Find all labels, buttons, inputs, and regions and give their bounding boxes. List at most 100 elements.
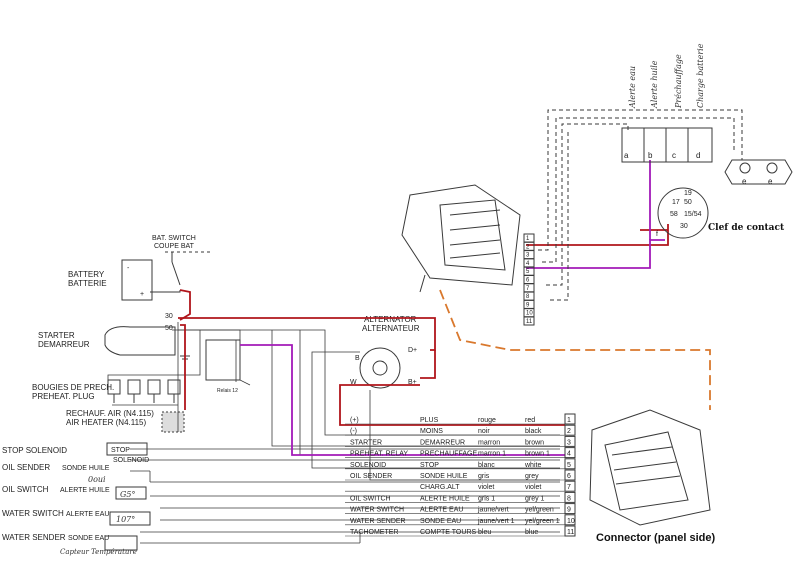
wire-table-cell: grey 1 [525,495,545,502]
wire-positive [178,224,669,426]
battery-sublabel: BATTERIE [68,279,107,288]
wire-table-pin: 2 [567,428,571,435]
air-heater-label: RECHAUF. AIR (N4.115) [66,409,154,418]
starter-label: STARTER [38,331,75,340]
wire-table-cell: PLUS [420,417,439,424]
warning-label: Alerte huile [650,60,659,109]
wire-table-cell: DEMARREUR [420,439,465,446]
air-heater-symbol [161,411,185,433]
wire-table-pin: 3 [567,439,571,446]
ignition-terminal: 50 [684,199,692,206]
ignition-terminal: 58 [670,211,678,218]
left-item-name: OIL SWITCH [2,485,49,494]
wire-table-cell: jaune/vert 1 [477,518,515,525]
warning-lamp-c: c [672,151,676,160]
wire-table-pin: 5 [567,462,571,469]
alternator-terminal-d: D+ [408,347,417,354]
glow-plugs-sublabel: PREHEAT. PLUG [32,392,95,401]
wire-table-cell: white [524,462,541,469]
relay-symbol [205,339,241,381]
wire-table-cell: ALERTE HUILE [420,495,470,502]
wire-preheat [240,160,665,456]
wire-table-cell: violet [525,484,541,491]
connector-link [439,289,711,410]
wire-table-cell: gris 1 [478,495,495,502]
left-item-name: STOP SOLENOID [2,446,67,455]
panel-pin-box [523,316,535,326]
ignition-label: Clef de contact [708,223,785,233]
left-item: OIL SENDER SONDE HUILE 0oui [2,463,110,484]
left-item-handwritten: G5° [120,490,135,499]
left-item-handwritten: Capteur Température [60,548,137,556]
pin-box [564,447,576,459]
wire-table-cell: OIL SWITCH [350,495,391,502]
alternator-terminal-bplus: B+ [408,379,417,386]
left-item-local: SONDE EAU [68,535,109,542]
ignition-terminal: 17 [672,199,680,206]
left-item-handwritten: 107° [116,515,135,524]
relay-label-patch [238,385,288,409]
battery-symbol [121,259,153,301]
pin-box [564,525,576,537]
battery-switch-sublabel: COUPE BAT [154,243,195,250]
wire-table-pin: 4 [567,451,571,458]
panel-pin-number: 1 [526,236,530,242]
wire-table-cell: yel/green [525,507,554,514]
left-item-name: OIL SENDER [2,463,50,472]
pin-box [564,503,576,515]
alternator-terminal-w: W [350,379,357,386]
alternator-label: ALTERNATOR [364,315,417,324]
wire-table-cell: (+) [350,417,359,424]
pin-box [564,424,576,436]
warning-lamp-d: d [696,151,700,160]
panel-connector [589,409,711,526]
pin-box [564,491,576,503]
panel-connector-label: Connector (panel side) [596,532,716,544]
wire-table-cell: COMPTE TOURS [420,529,476,536]
wire-table-pin: 7 [567,484,571,491]
alternator-sublabel: ALTERNATEUR [362,324,420,333]
wire-table-cell: SONDE EAU [420,518,461,525]
wire-table-cell: bleu [478,529,491,536]
warning-label: Charge batterie [696,43,705,108]
starter-motor-symbol [104,326,176,356]
panel-pin-number: 4 [526,261,530,267]
wire-table-cell: SOLENOID [350,462,386,469]
wire-table-cell: MOINS [420,428,443,435]
left-item-name: WATER SWITCH [2,509,64,518]
left-items: STOP SOLENOID STOP SOLENOID OIL SENDER S… [2,442,151,556]
panel-pin-number: 5 [526,269,530,275]
starter-terminal-50: 50 [165,325,173,332]
alternator-symbol [359,347,401,389]
panel-pin-number: 10 [526,311,533,317]
wire-table-cell: SONDE HUILE [420,473,468,480]
wire-table-cell: jaune/vert [477,507,509,514]
wire-table-pin: 10 [567,518,575,525]
engine-connector [401,184,521,293]
panel-pin-number: 9 [526,302,530,308]
alternator-terminal-b: B [355,355,360,362]
wire-table-cell: blanc [478,462,495,469]
wire-table-cell: (-) [350,428,357,435]
glow-plug-symbols [107,379,181,403]
air-heater-sublabel: AIR HEATER (N4.115) [66,418,147,427]
warning-label: Alerte eau [628,66,637,109]
wire-table-cell: PREHEAT. RELAY [350,451,408,458]
battery-switch-symbol [165,251,212,286]
gauges: e e [724,159,793,186]
left-item-local: ALERTE HUILE [60,487,110,494]
wire-table-cell: PRECHAUFFAGE [420,451,478,458]
warning-lamp-a: a [624,151,629,160]
pin-box [564,514,576,526]
wire-table-cell: marron 1 [478,451,506,458]
